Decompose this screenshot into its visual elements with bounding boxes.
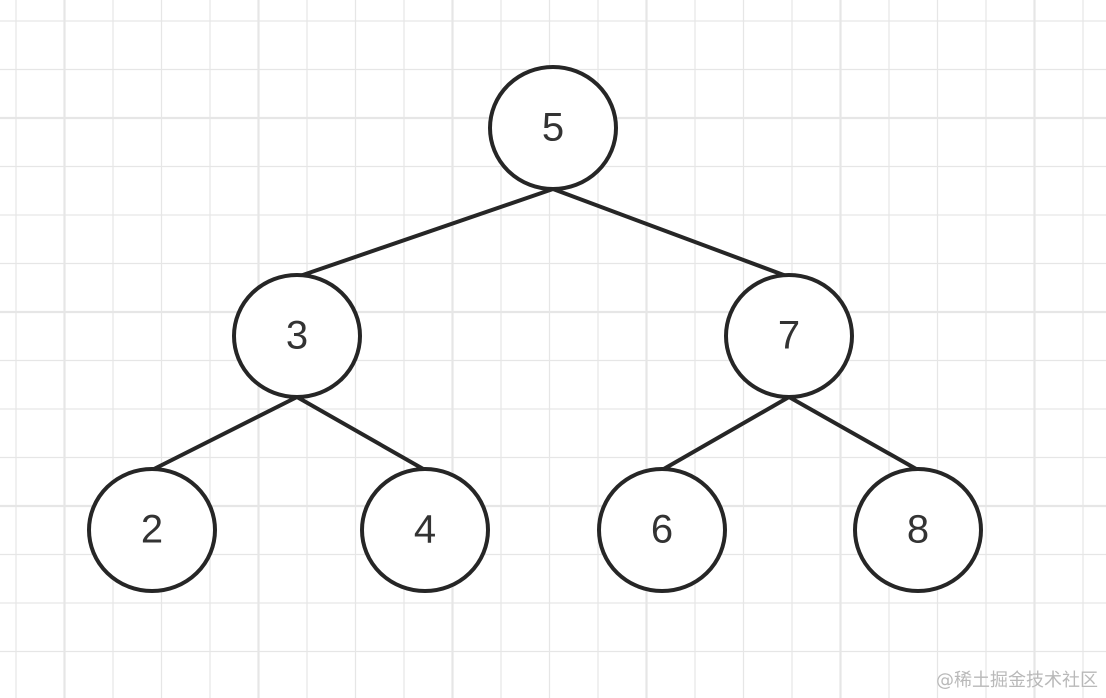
tree-node-2-circle bbox=[87, 467, 217, 593]
tree-node-2: 2 bbox=[87, 467, 217, 593]
tree-node-5-label: 5 bbox=[542, 106, 564, 150]
tree-node-8: 8 bbox=[853, 467, 983, 593]
tree-node-4: 4 bbox=[360, 467, 490, 593]
tree-edges bbox=[150, 187, 920, 472]
edge-5-3 bbox=[295, 187, 555, 279]
tree-node-8-circle bbox=[853, 467, 983, 593]
tree-node-8-label: 8 bbox=[907, 508, 929, 552]
edge-3-4 bbox=[295, 395, 427, 472]
tree-node-5: 5 bbox=[488, 65, 618, 191]
tree-node-3: 3 bbox=[232, 273, 362, 399]
tree-node-4-circle bbox=[360, 467, 490, 593]
tree-node-7: 7 bbox=[724, 273, 854, 399]
tree-node-6-circle bbox=[597, 467, 727, 593]
edge-5-7 bbox=[551, 187, 791, 279]
tree-node-4-label: 4 bbox=[414, 508, 436, 552]
edge-7-8 bbox=[787, 395, 920, 472]
tree-node-7-circle bbox=[724, 273, 854, 399]
tree-node-7-label: 7 bbox=[778, 314, 800, 358]
tree-node-3-circle bbox=[232, 273, 362, 399]
tree-node-3-label: 3 bbox=[286, 314, 308, 358]
tree-node-6: 6 bbox=[597, 467, 727, 593]
edge-7-6 bbox=[660, 395, 791, 472]
edge-3-2 bbox=[150, 395, 299, 472]
tree-node-2-label: 2 bbox=[141, 508, 163, 552]
watermark-text: @稀土掘金技术社区 bbox=[936, 670, 1098, 691]
tree-node-6-label: 6 bbox=[651, 508, 673, 552]
tree-nodes: 5 3 7 2 4 6 8 bbox=[87, 65, 983, 593]
tree-node-5-circle bbox=[488, 65, 618, 191]
